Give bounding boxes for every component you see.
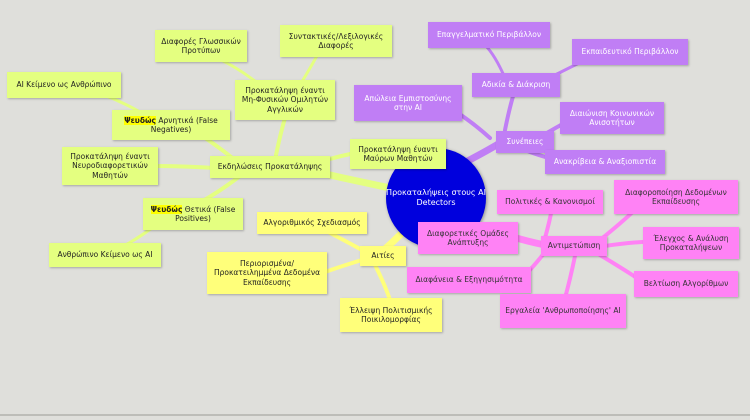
- node-ai-as-human-label: AI Κείμενο ως Ανθρώπινο: [16, 80, 112, 90]
- node-transparency-label: Διαφάνεια & Εξηγησιμότητα: [415, 275, 523, 285]
- connector-aities-diversity: [373, 263, 392, 302]
- node-transparency[interactable]: Διαφάνεια & Εξηγησιμότητα: [407, 267, 531, 293]
- highlight-false-label: Ψευδώς: [150, 204, 183, 214]
- node-dev-teams-label: Διαφορετικές Ομάδες Ανάπτυξης: [427, 228, 509, 247]
- node-false-positives[interactable]: Ψευδώς Θετικά (False Positives): [143, 198, 243, 230]
- node-limited-data-label: Περιορισμένα/Προκατειλημμένα Δεδομένα Εκ…: [213, 258, 321, 287]
- canvas-bottom-divider: [0, 414, 750, 416]
- node-diversity[interactable]: Έλλειψη Πολιτισμικής Ποικιλομορφίας: [340, 298, 442, 332]
- node-ekdiloseis-label: Εκδηλώσεις Προκατάληψης: [217, 162, 323, 172]
- node-data-div-label: Διαφοροποίηση Δεδομένων Εκπαίδευσης: [625, 187, 727, 206]
- highlight-false-label: Ψευδώς: [124, 115, 156, 125]
- node-dev-teams[interactable]: Διαφορετικές Ομάδες Ανάπτυξης: [418, 222, 518, 254]
- node-mi-fysikous[interactable]: Προκατάληψη έναντι Μη-Φυσικών Ομιλητών Α…: [235, 80, 335, 120]
- node-improve-label: Βελτίωση Αλγορίθμων: [643, 279, 729, 289]
- node-accuracy[interactable]: Ανακρίβεια & Αναξιοπιστία: [545, 150, 665, 174]
- node-ai-as-human[interactable]: AI Κείμενο ως Ανθρώπινο: [7, 72, 121, 98]
- node-false-positives-label: Ψευδώς Θετικά (False Positives): [147, 204, 239, 224]
- node-human-as-ai-label: Ανθρώπινο Κείμενο ως AI: [57, 250, 153, 260]
- node-false-negatives-label: Ψευδώς Αρνητικά (False Negatives): [116, 115, 226, 135]
- node-policies[interactable]: Πολιτικές & Κανονισμοί: [497, 190, 603, 214]
- node-glossikes-label: Διαφορές Γλωσσικών Προτύπων: [161, 36, 241, 55]
- node-syntaktikes[interactable]: Συντακτικές/Λεξιλογικές Διαφορές: [280, 25, 392, 57]
- node-algorithmic[interactable]: Αλγοριθμικός Σχεδιασμός: [257, 212, 367, 234]
- node-educational[interactable]: Εκπαιδευτικό Περιβάλλον: [572, 39, 688, 65]
- node-professional[interactable]: Επαγγελματικό Περιβάλλον: [428, 22, 550, 48]
- node-policies-label: Πολιτικές & Κανονισμοί: [505, 197, 595, 207]
- node-audit-label: Έλεγχος & Ανάλυση Προκαταλήψεων: [653, 233, 729, 252]
- node-neurodiverse[interactable]: Προκατάληψη έναντι Νευροδιαφορετικών Μαθ…: [62, 147, 158, 185]
- node-adikia[interactable]: Αδικία & Διάκριση: [472, 73, 560, 97]
- node-inequalities-label: Διαιώνιση Κοινωνικών Ανισοτήτων: [569, 108, 655, 127]
- node-synepeies[interactable]: Συνέπειες: [496, 131, 554, 153]
- node-synepeies-label: Συνέπειες: [506, 137, 544, 147]
- node-maurous[interactable]: Προκατάληψη έναντι Μαύρων Μαθητών: [350, 139, 446, 169]
- node-humanize-label: Εργαλεία 'Ανθρωποποίησης' AI: [505, 306, 621, 316]
- central-topic-label: Προκαταλήψεις στους AI Detectors: [386, 188, 486, 207]
- node-antimetopisi-label: Αντιμετώπιση: [547, 241, 601, 251]
- node-aities[interactable]: Αιτίες: [360, 246, 406, 266]
- node-maurous-label: Προκατάληψη έναντι Μαύρων Μαθητών: [358, 144, 438, 163]
- node-syntaktikes-label: Συντακτικές/Λεξιλογικές Διαφορές: [288, 31, 384, 50]
- node-false-negatives-text: Αρνητικά (False Negatives): [150, 115, 218, 134]
- node-audit[interactable]: Έλεγχος & Ανάλυση Προκαταλήψεων: [643, 227, 739, 259]
- node-improve[interactable]: Βελτίωση Αλγορίθμων: [634, 271, 738, 297]
- connector-aities-limited-data: [323, 258, 364, 274]
- node-limited-data[interactable]: Περιορισμένα/Προκατειλημμένα Δεδομένα Εκ…: [207, 252, 327, 294]
- node-ekdiloseis[interactable]: Εκδηλώσεις Προκατάληψης: [210, 156, 330, 178]
- node-mi-fysikous-label: Προκατάληψη έναντι Μη-Φυσικών Ομιλητών Α…: [241, 85, 329, 114]
- node-algorithmic-label: Αλγοριθμικός Σχεδιασμός: [263, 218, 361, 228]
- node-false-positives-text: Θετικά (False Positives): [175, 204, 236, 223]
- node-humanize[interactable]: Εργαλεία 'Ανθρωποποίησης' AI: [500, 294, 626, 328]
- node-aities-label: Αιτίες: [371, 251, 395, 261]
- connector-ekdiloseis-neurodiverse: [153, 164, 217, 170]
- node-inequalities[interactable]: Διαιώνιση Κοινωνικών Ανισοτήτων: [560, 102, 664, 134]
- connector-antimetopisi-audit: [603, 240, 644, 248]
- node-false-negatives[interactable]: Ψευδώς Αρνητικά (False Negatives): [112, 110, 230, 140]
- node-human-as-ai[interactable]: Ανθρώπινο Κείμενο ως AI: [49, 243, 161, 267]
- node-trust[interactable]: Απώλεια Εμπιστοσύνης στην AI: [354, 85, 462, 121]
- node-data-div[interactable]: Διαφοροποίηση Δεδομένων Εκπαίδευσης: [614, 180, 738, 214]
- node-professional-label: Επαγγελματικό Περιβάλλον: [436, 30, 542, 40]
- node-antimetopisi[interactable]: Αντιμετώπιση: [541, 236, 607, 256]
- node-glossikes[interactable]: Διαφορές Γλωσσικών Προτύπων: [155, 30, 247, 62]
- node-trust-label: Απώλεια Εμπιστοσύνης στην AI: [364, 93, 452, 112]
- connector-antimetopisi-humanize: [563, 254, 577, 300]
- node-accuracy-label: Ανακρίβεια & Αναξιοπιστία: [553, 157, 657, 167]
- node-diversity-label: Έλλειψη Πολιτισμικής Ποικιλομορφίας: [349, 305, 433, 324]
- connector-ekdiloseis-mi-fysikous: [273, 116, 287, 162]
- node-neurodiverse-label: Προκατάληψη έναντι Νευροδιαφορετικών Μαθ…: [70, 151, 150, 180]
- node-adikia-label: Αδικία & Διάκριση: [481, 80, 551, 90]
- node-educational-label: Εκπαιδευτικό Περιβάλλον: [581, 47, 679, 57]
